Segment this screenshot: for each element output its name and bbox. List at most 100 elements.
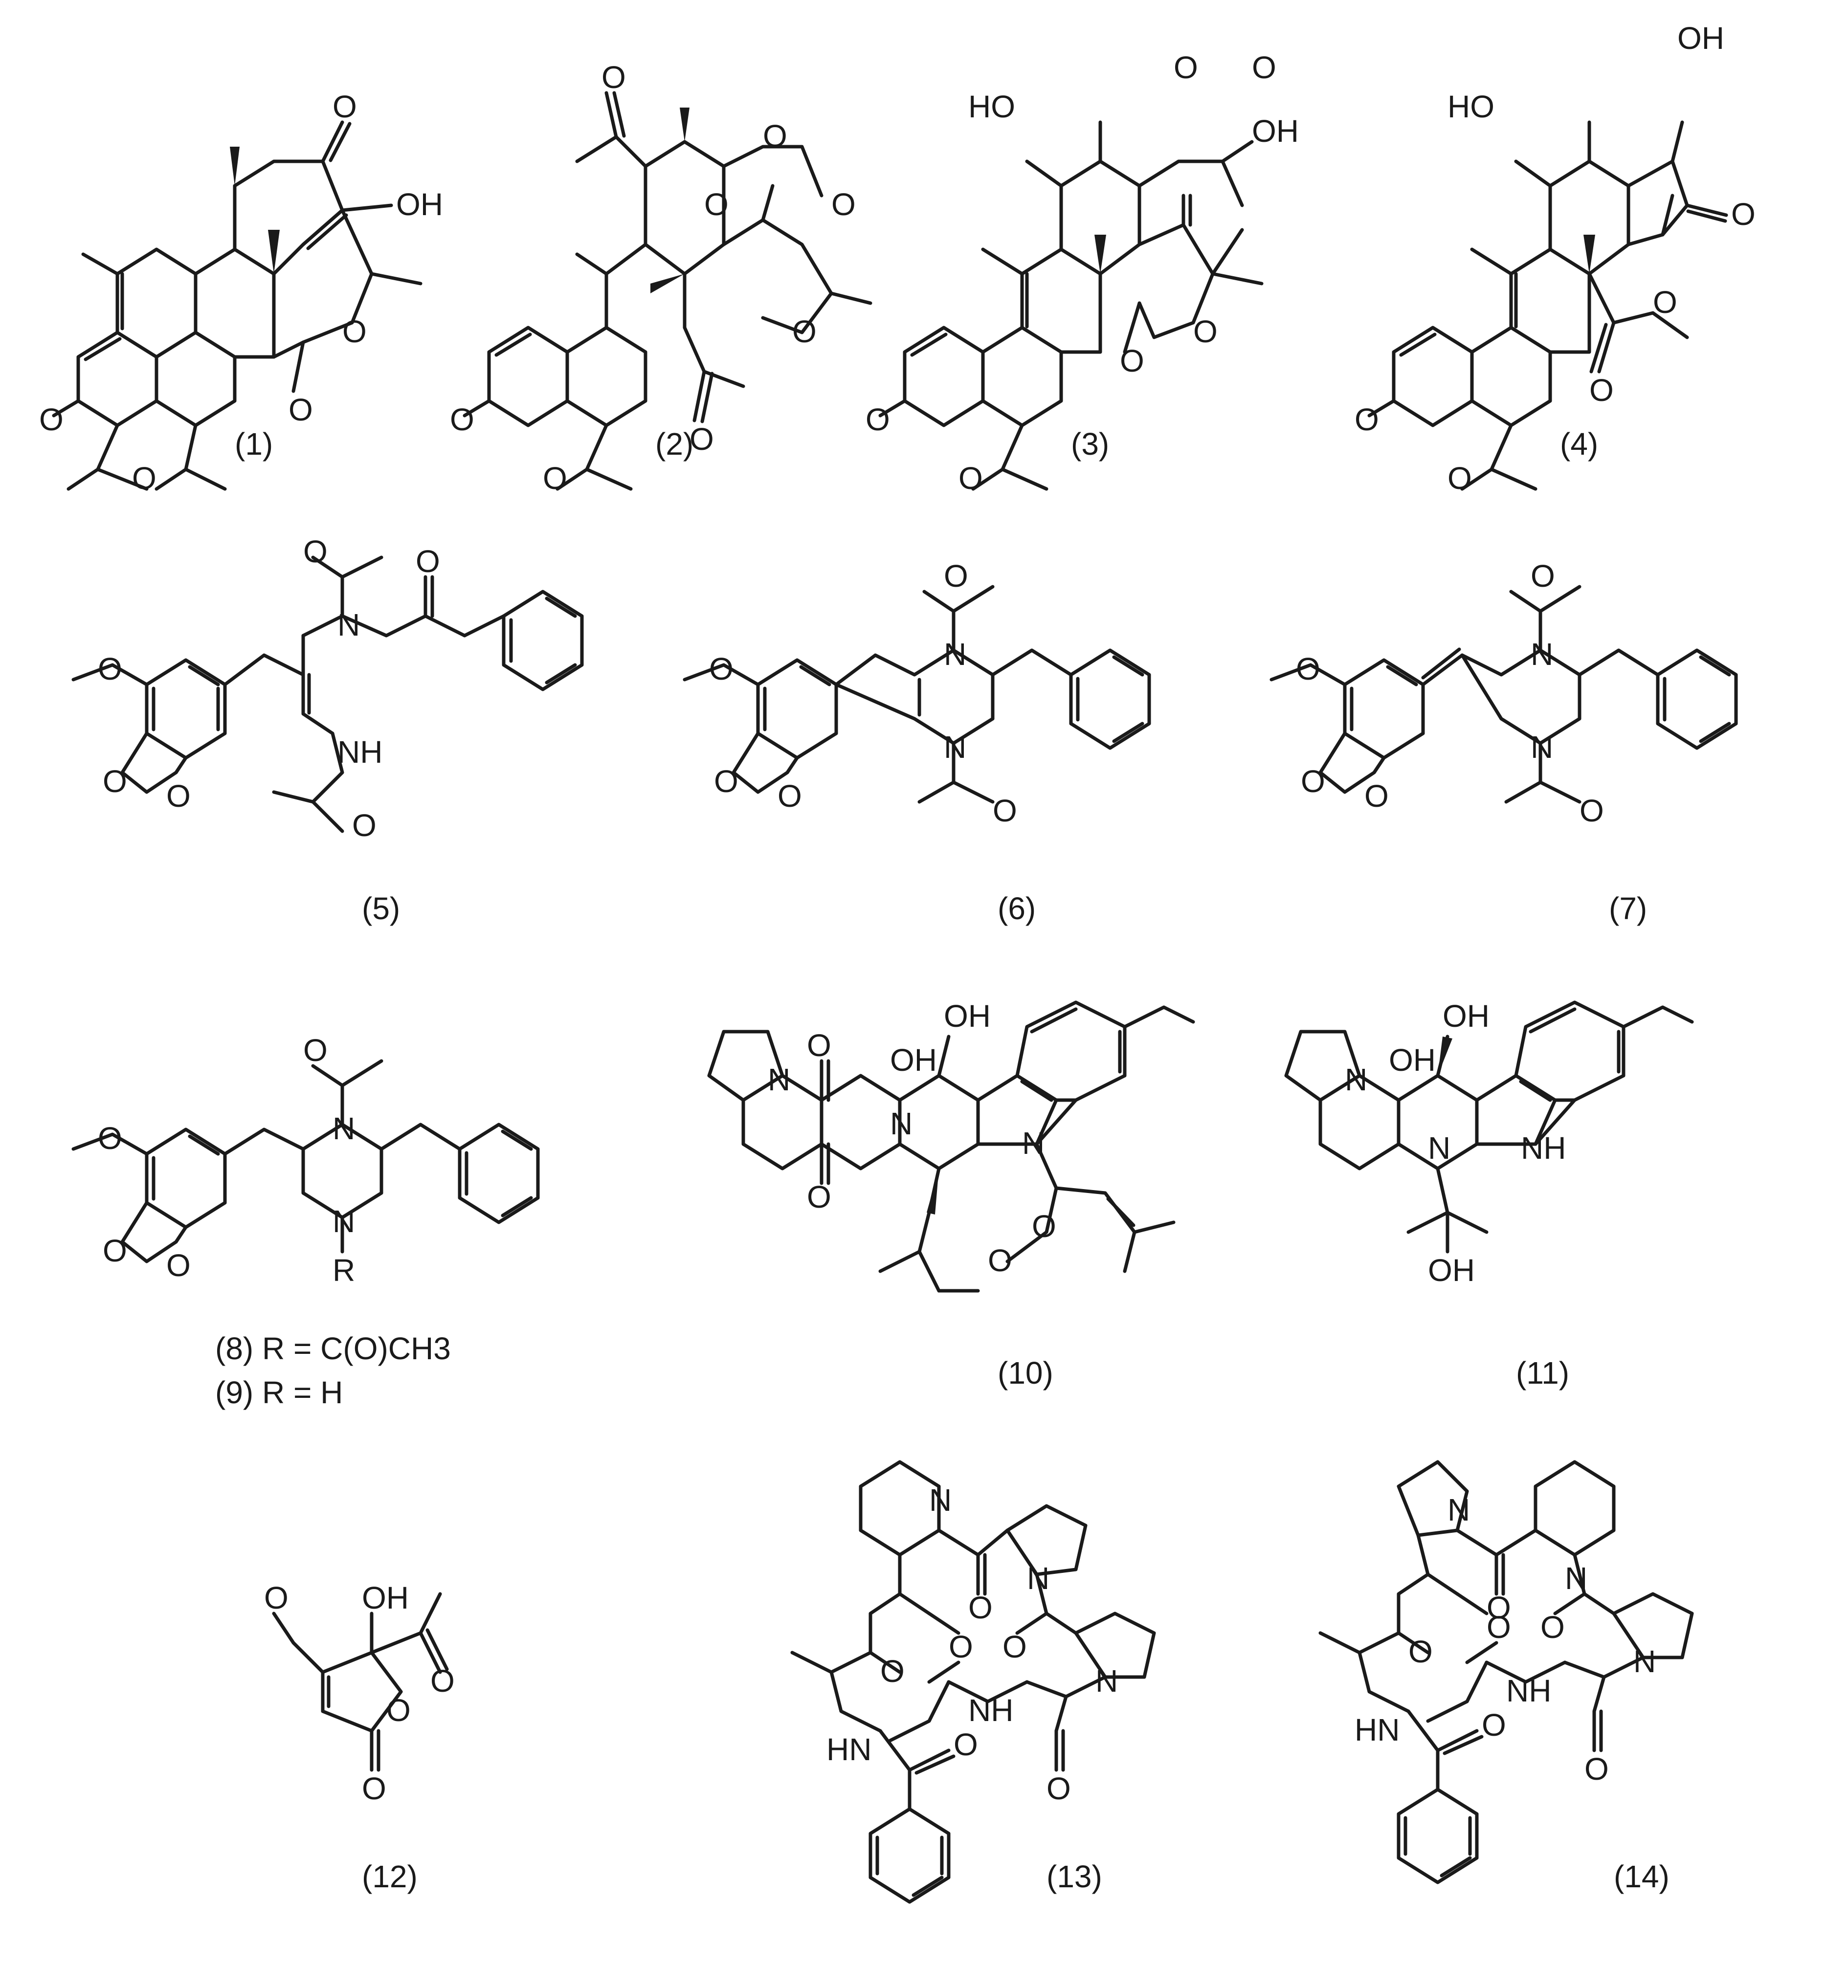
- atom-o: O: [807, 1179, 831, 1215]
- atom-o: O: [714, 764, 738, 799]
- caption-12: (12): [362, 1859, 418, 1894]
- compound-6: O O O O N N O (6): [683, 558, 1151, 926]
- atom-o: O: [543, 461, 567, 496]
- atom-n: N: [1095, 1663, 1118, 1699]
- atom-o: O: [303, 534, 328, 569]
- atom-o: O: [1120, 343, 1144, 378]
- atom-o: O: [1355, 402, 1379, 437]
- caption-9: (9) R = H: [215, 1375, 343, 1410]
- atom-o: O: [303, 1033, 328, 1068]
- atom-oh: OH: [1252, 113, 1299, 149]
- atom-ho: HO: [1447, 89, 1494, 124]
- atom-o: O: [98, 651, 122, 686]
- caption-5: (5): [362, 891, 400, 926]
- compound-3: HO O O OH O O O O (3): [866, 50, 1299, 496]
- atom-n: N: [944, 637, 966, 672]
- atom-hn: HN: [826, 1732, 871, 1767]
- caption-10: (10): [998, 1355, 1053, 1391]
- compound-2: O O O O O O O O (2): [450, 60, 872, 496]
- compound-5: O O O O N O NH O (5): [71, 534, 584, 926]
- atom-o: O: [1487, 1610, 1511, 1645]
- atom-oh: OH: [1443, 998, 1490, 1034]
- atom-o: O: [709, 651, 734, 686]
- atom-r: R: [333, 1253, 355, 1288]
- atom-n: N: [944, 729, 966, 765]
- atom-n: N: [1345, 1062, 1367, 1097]
- caption-7: (7): [1609, 891, 1647, 926]
- caption-1: (1): [235, 426, 273, 462]
- atom-oh: OH: [1389, 1042, 1436, 1078]
- compound-14: N O N O N O NH O O HN O (14): [1318, 1460, 1694, 1894]
- atom-o: O: [1174, 50, 1198, 85]
- atom-o: O: [807, 1028, 831, 1063]
- atom-o: O: [430, 1663, 455, 1699]
- compound-12: O OH O O O (12): [264, 1580, 455, 1894]
- atom-o: O: [1447, 461, 1472, 496]
- atom-o: O: [1531, 558, 1555, 594]
- atom-oh: OH: [944, 998, 991, 1034]
- atom-n: N: [1633, 1644, 1656, 1679]
- atom-o: O: [166, 1248, 191, 1283]
- atom-n: N: [1531, 729, 1553, 765]
- atom-o: O: [968, 1590, 993, 1625]
- atom-o: O: [993, 793, 1017, 828]
- compound-10: O O OH OH N N N O O (10): [707, 998, 1195, 1391]
- atom-o: O: [132, 461, 156, 496]
- compound-11: OH OH N N NH OH (11): [1284, 998, 1694, 1391]
- atom-n: N: [1447, 1492, 1470, 1527]
- atom-o: O: [1032, 1209, 1056, 1244]
- atom-o: O: [1580, 793, 1604, 828]
- atom-o: O: [601, 60, 626, 95]
- atom-n: N: [333, 1111, 355, 1146]
- atom-oh: OH: [396, 187, 443, 222]
- atom-n: N: [1027, 1561, 1049, 1596]
- compound-1: O OH O O O O (1): [39, 89, 443, 496]
- compound-8-9: O O O O N N R (8) R = C(O)CH3 (9) R = H: [71, 1033, 540, 1410]
- atom-o: O: [1364, 778, 1389, 814]
- atom-o: O: [866, 402, 890, 437]
- caption-13: (13): [1046, 1859, 1102, 1894]
- atom-o: O: [1589, 373, 1614, 408]
- atom-o: O: [342, 314, 367, 349]
- atom-o: O: [1046, 1771, 1071, 1806]
- atom-o: O: [166, 778, 191, 814]
- atom-oh: OH: [890, 1042, 937, 1078]
- atom-n: N: [1428, 1130, 1450, 1166]
- atom-n: N: [768, 1062, 790, 1097]
- atom-o: O: [831, 187, 856, 222]
- caption-8: (8) R = C(O)CH3: [215, 1331, 451, 1366]
- atom-o: O: [450, 402, 474, 437]
- atom-o: O: [1653, 285, 1677, 320]
- atom-o: O: [103, 764, 127, 799]
- atom-o: O: [958, 461, 983, 496]
- atom-o: O: [1296, 651, 1320, 686]
- atom-oh: OH: [1677, 21, 1724, 56]
- atom-o: O: [690, 421, 714, 457]
- atom-o: O: [416, 544, 440, 579]
- atom-o: O: [880, 1654, 905, 1689]
- atom-n: N: [337, 607, 360, 642]
- atom-o: O: [1487, 1590, 1511, 1625]
- atom-o: O: [949, 1629, 973, 1664]
- caption-14: (14): [1614, 1859, 1670, 1894]
- atom-o: O: [362, 1771, 386, 1806]
- compound-4: HO OH O O O O O (4): [1355, 21, 1756, 496]
- atom-o: O: [289, 392, 313, 427]
- caption-4: (4): [1560, 426, 1598, 462]
- atom-o: O: [1408, 1634, 1433, 1669]
- atom-o: O: [1731, 197, 1756, 232]
- atom-o: O: [333, 89, 357, 124]
- atom-oh: OH: [1428, 1253, 1475, 1288]
- atom-o: O: [792, 314, 817, 349]
- atom-oh: OH: [362, 1580, 409, 1615]
- atom-o: O: [1252, 50, 1276, 85]
- atom-o: O: [1193, 314, 1218, 349]
- atom-o: O: [264, 1580, 289, 1615]
- atom-o: O: [103, 1233, 127, 1268]
- caption-3: (3): [1071, 426, 1109, 462]
- atom-o: O: [988, 1243, 1012, 1278]
- caption-6: (6): [998, 891, 1036, 926]
- compound-7: O O O O N N O (7): [1269, 558, 1738, 926]
- atom-o: O: [1301, 764, 1325, 799]
